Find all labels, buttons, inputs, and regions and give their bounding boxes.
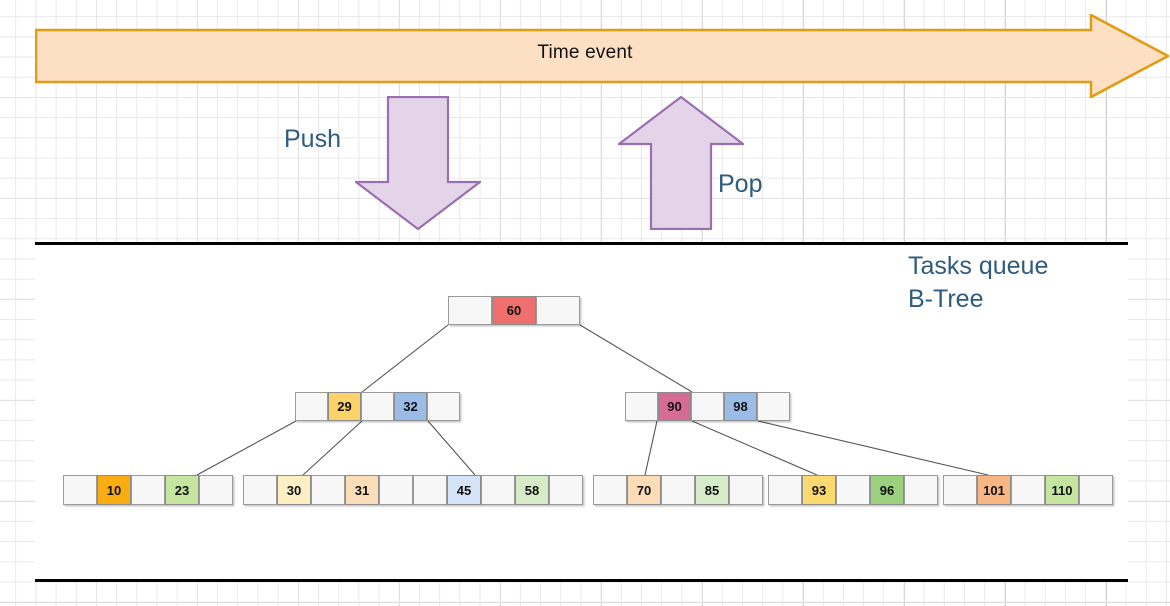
btree-cell[interactable] bbox=[729, 475, 763, 505]
time-event-arrow bbox=[35, 14, 1169, 98]
btree-cell[interactable] bbox=[311, 475, 345, 505]
btree-cell[interactable]: 96 bbox=[870, 475, 904, 505]
btree-cell[interactable]: 60 bbox=[492, 296, 536, 325]
btree-node-leaf-1[interactable]: 10 23 bbox=[63, 475, 233, 505]
btree-cell[interactable]: 90 bbox=[658, 392, 691, 421]
btree-cell[interactable] bbox=[691, 392, 724, 421]
btree-cell[interactable]: 58 bbox=[515, 475, 549, 505]
btree-cell[interactable]: 31 bbox=[345, 475, 379, 505]
pop-arrow-up bbox=[618, 96, 744, 230]
btree-cell[interactable] bbox=[361, 392, 394, 421]
btree-node-internal-right[interactable]: 90 98 bbox=[625, 392, 790, 421]
btree-cell[interactable]: 110 bbox=[1045, 475, 1079, 505]
btree-cell[interactable] bbox=[836, 475, 870, 505]
btree-cell[interactable] bbox=[943, 475, 977, 505]
btree-cell[interactable] bbox=[448, 296, 492, 325]
btree-cell[interactable]: 85 bbox=[695, 475, 729, 505]
btree-cell[interactable] bbox=[63, 475, 97, 505]
btree-cell[interactable] bbox=[1011, 475, 1045, 505]
btree-cell[interactable] bbox=[536, 296, 580, 325]
btree-cell[interactable] bbox=[661, 475, 695, 505]
btree-cell[interactable]: 98 bbox=[724, 392, 757, 421]
pop-label: Pop bbox=[718, 170, 763, 198]
btree-cell[interactable]: 10 bbox=[97, 475, 131, 505]
btree-cell[interactable] bbox=[243, 475, 277, 505]
panel-title-line-1: Tasks queue bbox=[908, 252, 1049, 280]
btree-node-leaf-2[interactable]: 30 31 bbox=[243, 475, 413, 505]
btree-node-leaf-5[interactable]: 93 96 bbox=[768, 475, 938, 505]
time-event-label: Time event bbox=[537, 42, 633, 63]
btree-cell[interactable]: 23 bbox=[165, 475, 199, 505]
btree-node-leaf-4[interactable]: 70 85 bbox=[593, 475, 763, 505]
btree-cell[interactable]: 101 bbox=[977, 475, 1011, 505]
btree-node-leaf-6[interactable]: 101 110 bbox=[943, 475, 1113, 505]
btree-cell[interactable] bbox=[295, 392, 328, 421]
btree-cell[interactable]: 30 bbox=[277, 475, 311, 505]
btree-node-root[interactable]: 60 bbox=[448, 296, 580, 325]
push-arrow-down bbox=[355, 96, 481, 230]
btree-node-internal-left[interactable]: 29 32 bbox=[295, 392, 460, 421]
btree-cell[interactable] bbox=[481, 475, 515, 505]
btree-cell[interactable] bbox=[625, 392, 658, 421]
btree-node-leaf-3[interactable]: 45 58 bbox=[413, 475, 583, 505]
btree-cell[interactable]: 32 bbox=[394, 392, 427, 421]
btree-cell[interactable]: 29 bbox=[328, 392, 361, 421]
btree-cell[interactable] bbox=[199, 475, 233, 505]
btree-cell[interactable] bbox=[904, 475, 938, 505]
btree-cell[interactable]: 70 bbox=[627, 475, 661, 505]
panel-title: Tasks queue B-Tree bbox=[908, 250, 1048, 316]
btree-cell[interactable]: 93 bbox=[802, 475, 836, 505]
btree-cell[interactable] bbox=[757, 392, 790, 421]
btree-cell[interactable] bbox=[768, 475, 802, 505]
push-label: Push bbox=[284, 125, 341, 153]
btree-cell[interactable] bbox=[593, 475, 627, 505]
btree-cell[interactable] bbox=[427, 392, 460, 421]
btree-cell[interactable] bbox=[413, 475, 447, 505]
panel-title-line-2: B-Tree bbox=[908, 285, 984, 313]
btree-cell[interactable] bbox=[1079, 475, 1113, 505]
btree-cell[interactable]: 45 bbox=[447, 475, 481, 505]
btree-cell[interactable] bbox=[131, 475, 165, 505]
btree-cell[interactable] bbox=[379, 475, 413, 505]
btree-cell[interactable] bbox=[549, 475, 583, 505]
btree-panel bbox=[35, 242, 1128, 582]
